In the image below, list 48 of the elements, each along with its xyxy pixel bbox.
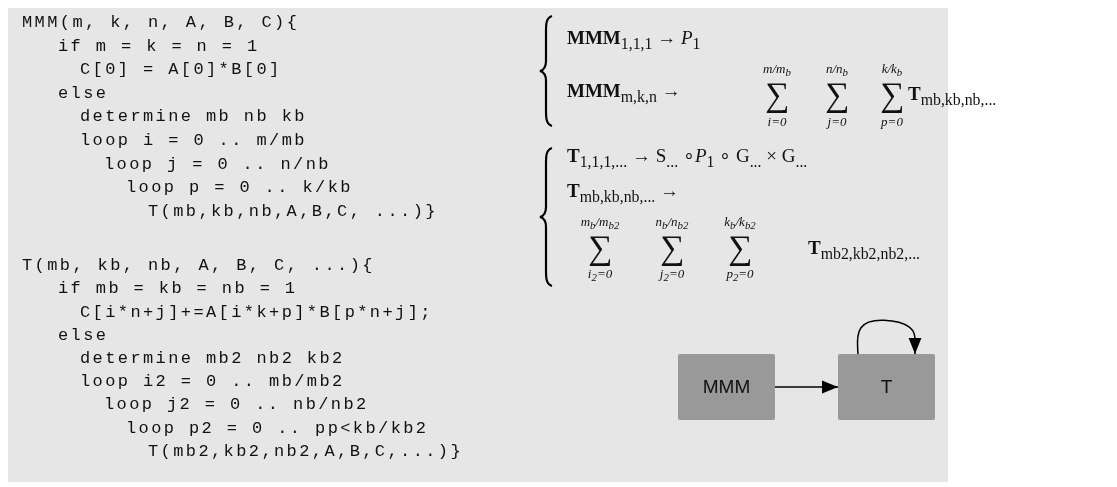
code-line: loop p = 0 .. k/kb [126, 178, 353, 196]
code-line: MMM(m, k, n, A, B, C){ [22, 13, 300, 31]
formula: MMM$_{m,k,n}$ → [567, 81, 681, 105]
summation-sign: ∑ [824, 78, 850, 112]
code-line: if m = k = n = 1 [58, 37, 260, 55]
arrow [856, 319, 922, 355]
summation-sign: ∑ [764, 78, 790, 112]
node-label: T [880, 376, 893, 398]
sum-limit: k$_{b}$/k$_{b2}$ [724, 214, 756, 232]
sum-limit: m/m$_{b}$ [763, 61, 791, 79]
sum-limit: m$_{b}$/m$_{b2}$ [580, 214, 620, 232]
code-line: loop i = 0 .. m/mb [80, 131, 307, 149]
sum-limit: p=0 [881, 114, 903, 128]
sum-limit: j=0 [827, 114, 847, 128]
code-line: loop j = 0 .. n/nb [104, 155, 331, 173]
code-line: else [58, 326, 109, 344]
sum-limit: j$_{2}$=0 [659, 266, 685, 284]
formula: T$_{mb,kb,nb,...}$ → [567, 181, 680, 205]
code-line: determine mb nb kb [80, 107, 307, 125]
sum-limit: k/k$_{b}$ [881, 61, 903, 79]
summation-sign: ∑ [659, 231, 685, 265]
code-line: C[i*n+j]+=A[i*k+p]*B[p*n+j]; [80, 303, 433, 321]
sum-limit: i=0 [767, 114, 787, 128]
code-line: loop i2 = 0 .. mb/mb2 [80, 372, 345, 390]
code-line: determine mb2 nb2 kb2 [80, 349, 345, 367]
sum-limit: n$_{b}$/n$_{b2}$ [655, 214, 689, 232]
sum-limit: n/n$_{b}$ [826, 61, 848, 79]
summation-sign: ∑ [727, 231, 753, 265]
code-line: else [58, 84, 109, 102]
summation-sign: ∑ [879, 78, 905, 112]
code-line: T(mb, kb, nb, A, B, C, ...){ [22, 256, 375, 274]
summation-sign: ∑ [587, 231, 613, 265]
node-label: MMM [702, 376, 751, 398]
formula: T$_{mb2,kb2,nb2,...}$ [808, 238, 921, 262]
sum-limit: i$_{2}$=0 [587, 266, 613, 284]
code-line: loop p2 = 0 .. pp<kb/kb2 [126, 419, 429, 437]
formula: MMM$_{1,1,1}$ → P$_{1}$ [567, 28, 701, 52]
formula: T$_{1,1,1,...}$ → S$_{...}$ ∘P$_{1}$ ∘ G$_{...}$ × G$_{...}$ [567, 146, 808, 170]
process-box [678, 354, 775, 420]
code-line: C[0] = A[0]*B[0] [80, 60, 282, 78]
formula: T$_{mb,kb,nb,...}$ [908, 84, 997, 108]
process-box [838, 354, 935, 420]
code-line: T(mb,kb,nb,A,B,C, ...)} [148, 202, 438, 220]
arrow [774, 380, 839, 394]
code-line: T(mb2,kb2,nb2,A,B,C,...)} [148, 442, 464, 460]
code-line: if mb = kb = nb = 1 [58, 279, 298, 297]
sum-limit: p$_{2}$=0 [726, 266, 754, 284]
code-line: loop j2 = 0 .. nb/nb2 [104, 395, 369, 413]
